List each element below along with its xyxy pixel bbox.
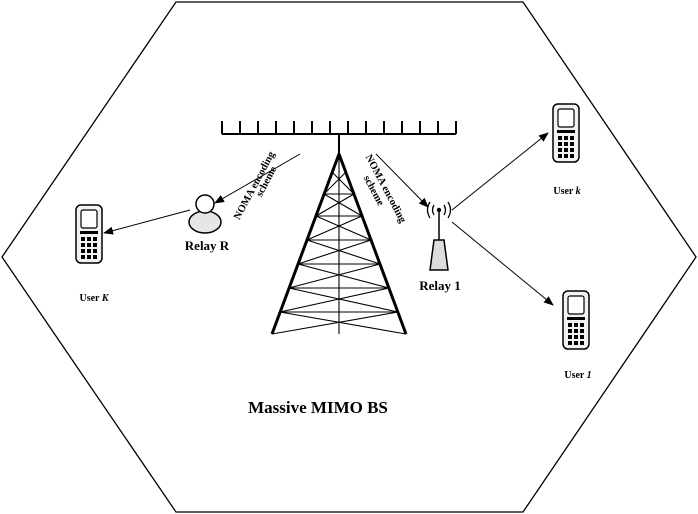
tower-icon (270, 134, 408, 335)
antenna-array (221, 121, 457, 135)
user-K-phone-icon (75, 204, 103, 264)
relay-1-icon (426, 201, 452, 271)
link-relay-1-to-user-1 (451, 221, 554, 306)
relay-1-label: Relay 1 (419, 278, 461, 293)
link-relay-1-to-user-k (451, 132, 549, 211)
user-K-label: User K (80, 293, 110, 304)
user-k-phone-icon (552, 103, 580, 163)
link-bs-to-relay-1 (375, 153, 429, 208)
link-bs-to-relay-r (214, 153, 301, 204)
user-k-label: User k (553, 186, 580, 197)
link-relay-r-to-user-K (103, 209, 191, 235)
relay-r-icon (188, 194, 222, 234)
base-station-label: Massive MIMO BS (248, 398, 388, 417)
user-1-phone-icon (562, 290, 590, 350)
user-1-label: User 1 (564, 370, 591, 381)
relay-r-label: Relay R (185, 238, 230, 253)
